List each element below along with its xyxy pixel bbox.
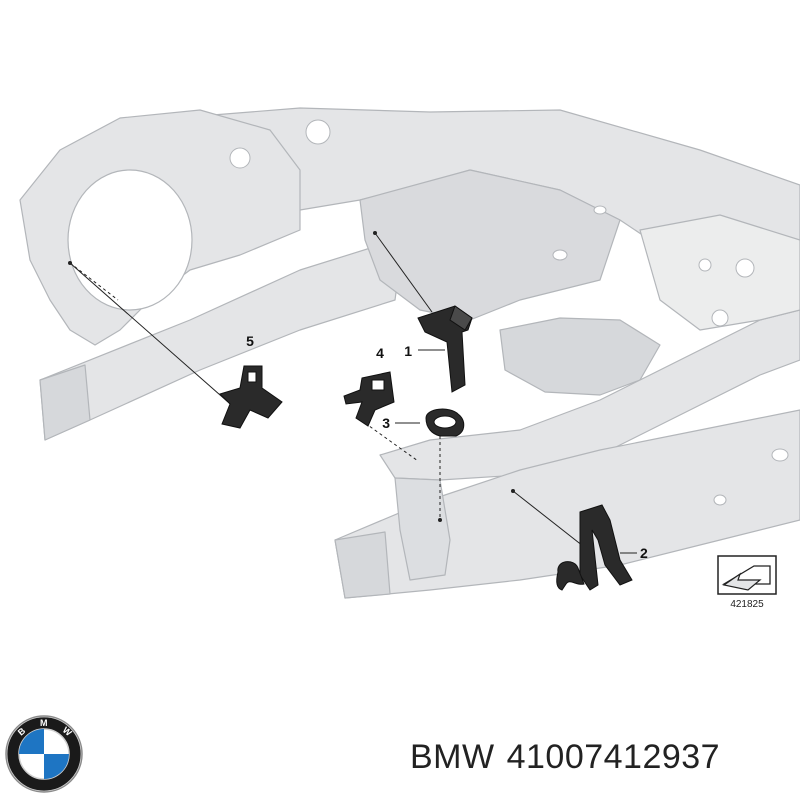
part-4-bracket bbox=[343, 371, 395, 427]
bmw-logo: B M W bbox=[5, 715, 83, 793]
orientation-icon bbox=[717, 555, 777, 595]
part-2-bracket bbox=[556, 504, 633, 591]
diagram-reference-number: 421825 bbox=[730, 599, 764, 610]
vehicle-front-frame bbox=[19, 107, 800, 599]
part-5-clip bbox=[219, 365, 283, 429]
logo-letter-b: B bbox=[16, 725, 28, 737]
callout-2: 2 bbox=[640, 545, 648, 561]
callout-1: 1 bbox=[404, 343, 412, 359]
brand-name: BMW bbox=[410, 738, 495, 776]
part-1-bracket bbox=[417, 305, 473, 393]
frame-holes bbox=[229, 119, 789, 506]
callout-4: 4 bbox=[376, 345, 384, 361]
leader-lines bbox=[69, 232, 637, 554]
logo-letter-m: M bbox=[40, 718, 48, 728]
callout-3: 3 bbox=[382, 415, 390, 431]
part-number: 41007412937 bbox=[506, 738, 721, 776]
leader-dots bbox=[68, 231, 515, 522]
callout-5: 5 bbox=[246, 333, 254, 349]
part-3-clip bbox=[425, 408, 465, 437]
part-caption: BMW 41007412937 bbox=[410, 738, 720, 777]
